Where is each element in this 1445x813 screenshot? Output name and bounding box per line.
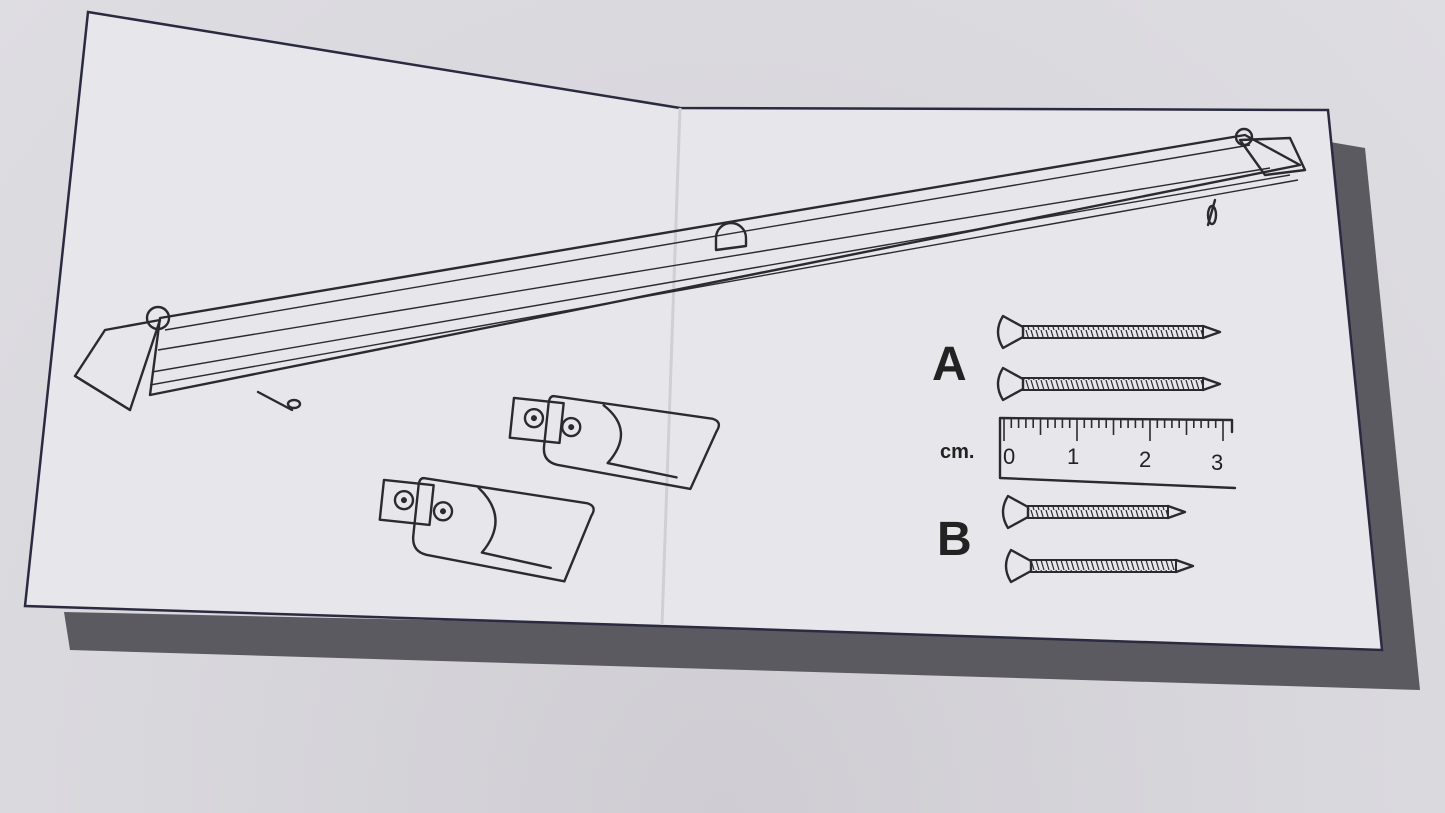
screw xyxy=(996,366,1222,402)
ruler: cm. 0 1 2 3 xyxy=(940,416,1237,490)
ruler-tick-label: 2 xyxy=(1139,447,1151,472)
ruler-tick-label: 3 xyxy=(1211,450,1223,475)
bracket-clip xyxy=(378,476,595,583)
curtain-rail xyxy=(73,127,1307,412)
part-label-b: B xyxy=(937,513,972,566)
screw xyxy=(1001,494,1187,530)
ruler-unit: cm. xyxy=(940,441,974,463)
bracket-clip xyxy=(508,394,721,491)
paper-shadow xyxy=(64,142,1420,690)
screw xyxy=(996,314,1222,350)
part-label-a: A xyxy=(932,338,967,391)
screw xyxy=(1004,548,1195,584)
ruler-tick-label: 1 xyxy=(1067,444,1079,469)
paper-fold xyxy=(660,107,682,626)
screw-group xyxy=(996,314,1222,584)
ruler-tick-label: 0 xyxy=(1003,444,1015,469)
